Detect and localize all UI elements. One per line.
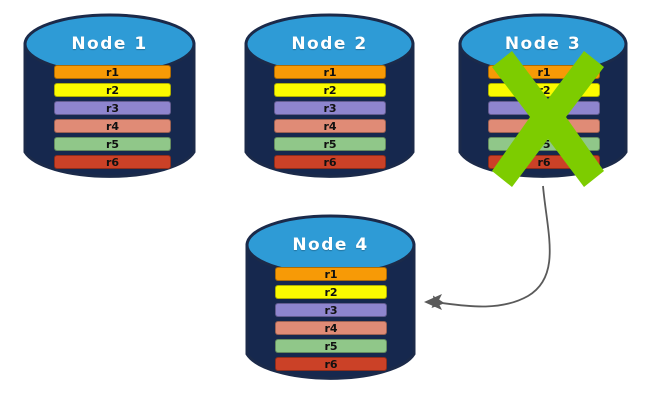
data-row[interactable]: r3 — [275, 303, 387, 317]
data-row[interactable]: r2 — [274, 83, 386, 97]
node-cylinder-node-2[interactable]: Node 2 r1 r2 r3 r4 r5 r6 — [244, 13, 415, 183]
data-row[interactable]: r5 — [54, 137, 171, 151]
data-row[interactable]: r3 — [54, 101, 171, 115]
failover-arrow — [431, 185, 551, 309]
data-row[interactable]: r1 — [54, 65, 171, 79]
data-row[interactable]: r4 — [54, 119, 171, 133]
data-row[interactable]: r2 — [54, 83, 171, 97]
node-cylinder-node-4[interactable]: Node 4 r1 r2 r3 r4 r5 r6 — [245, 214, 416, 385]
data-row[interactable]: r6 — [54, 155, 171, 169]
data-row[interactable]: r5 — [275, 339, 387, 353]
data-row[interactable]: r1 — [274, 65, 386, 79]
arrowhead-icon — [424, 294, 442, 310]
data-row[interactable]: r6 — [274, 155, 386, 169]
data-row[interactable]: r3 — [274, 101, 386, 115]
node-rows: r1 r2 r3 r4 r5 r6 — [275, 267, 387, 371]
data-row[interactable]: r1 — [275, 267, 387, 281]
data-row[interactable]: r4 — [275, 321, 387, 335]
node-cylinder-node-1[interactable]: Node 1 r1 r2 r3 r4 r5 r6 — [23, 13, 196, 183]
data-row[interactable]: r5 — [274, 137, 386, 151]
node-rows: r1 r2 r3 r4 r5 r6 — [274, 65, 386, 169]
data-row[interactable]: r4 — [274, 119, 386, 133]
data-row[interactable]: r2 — [275, 285, 387, 299]
data-row[interactable]: r6 — [275, 357, 387, 371]
node-rows: r1 r2 r3 r4 r5 r6 — [54, 65, 171, 169]
